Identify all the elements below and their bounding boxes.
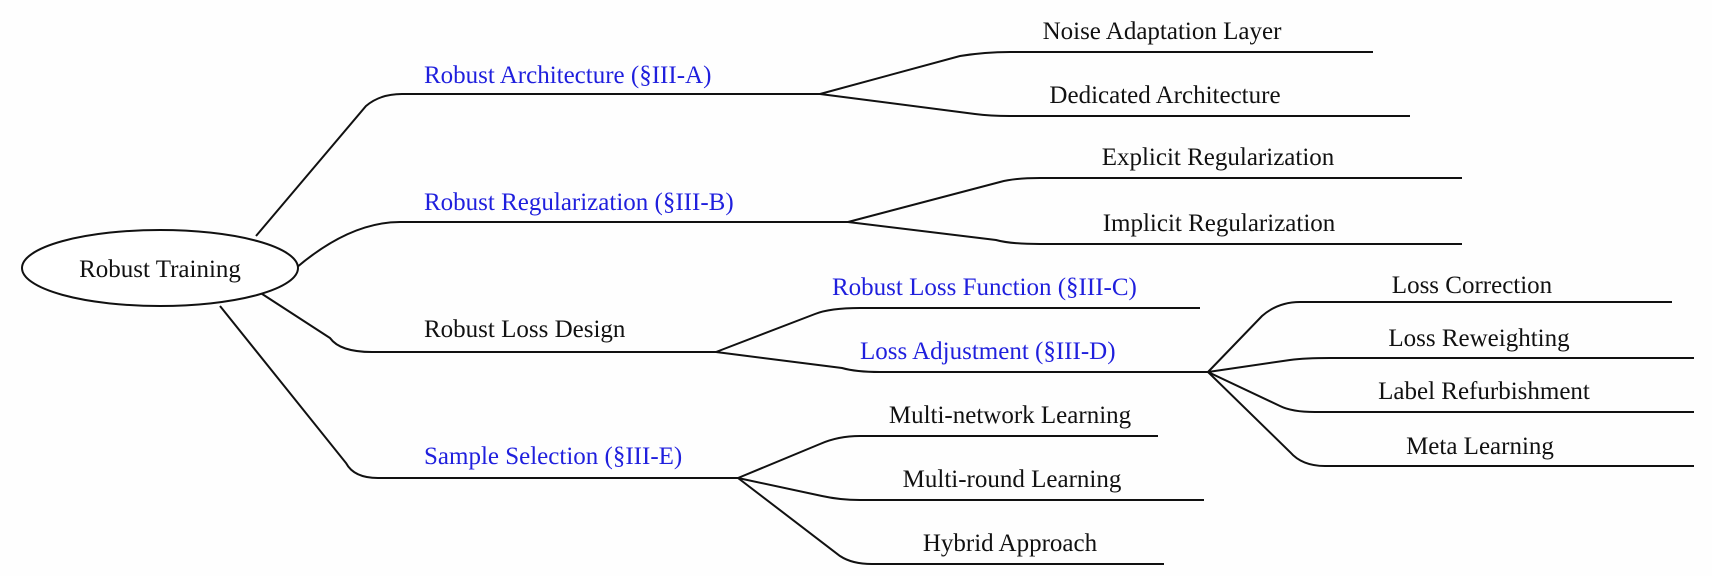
leaf-implicit-regularization: Implicit Regularization — [1103, 210, 1336, 237]
edge-sample-selection-to-multi-round — [737, 477, 1204, 501]
leaf-label-refurbishment: Label Refurbishment — [1378, 378, 1590, 405]
subcategory-robust-loss-function-ref: (§III-C) — [1058, 274, 1137, 301]
category-robust-loss-design: Robust Loss Design — [424, 316, 626, 343]
category-robust-regularization-name: Robust Regularization — [424, 189, 649, 216]
leaf-multi-round-learning: Multi-round Learning — [903, 466, 1122, 493]
category-robust-architecture: Robust Architecture (§III-A) — [424, 62, 711, 89]
edge-loss-design-to-loss-adjustment — [715, 351, 1208, 373]
subcategory-robust-loss-function-name: Robust Loss Function — [832, 274, 1052, 301]
category-robust-architecture-name: Robust Architecture — [424, 62, 625, 89]
edge-sample-selection-to-hybrid — [737, 477, 1164, 565]
edge-architecture-to-dedicated — [819, 93, 1410, 117]
edge-loss-adjustment-to-loss-reweighting — [1207, 357, 1694, 373]
subcategory-robust-loss-function: Robust Loss Function (§III-C) — [832, 274, 1137, 301]
leaf-multi-network-learning: Multi-network Learning — [889, 402, 1132, 429]
category-sample-selection-ref: (§III-E) — [605, 443, 683, 470]
category-robust-regularization: Robust Regularization (§III-B) — [424, 189, 734, 216]
edge-loss-adjustment-to-label-refurbishment — [1207, 371, 1694, 413]
category-robust-regularization-ref: (§III-B) — [655, 189, 734, 216]
edge-regularization-to-explicit — [847, 177, 1462, 223]
leaf-dedicated-architecture: Dedicated Architecture — [1049, 82, 1280, 109]
leaf-meta-learning: Meta Learning — [1406, 433, 1554, 460]
edge-root-to-robust-loss-design — [255, 289, 716, 353]
root-node — [21, 229, 299, 307]
subcategory-loss-adjustment-ref: (§III-D) — [1035, 338, 1116, 365]
leaf-noise-adaptation-layer: Noise Adaptation Layer — [1043, 18, 1282, 45]
edge-root-to-robust-regularization — [295, 221, 848, 269]
category-robust-architecture-ref: (§III-A) — [631, 62, 712, 89]
category-sample-selection-name: Sample Selection — [424, 443, 599, 470]
edge-loss-adjustment-to-loss-correction — [1207, 301, 1672, 373]
edge-root-to-sample-selection — [219, 305, 738, 479]
edge-loss-adjustment-to-meta-learning — [1207, 371, 1694, 467]
edge-loss-design-to-robust-loss-function — [715, 307, 1200, 353]
edge-sample-selection-to-multi-network — [737, 435, 1158, 479]
leaf-explicit-regularization: Explicit Regularization — [1102, 144, 1335, 171]
category-sample-selection: Sample Selection (§III-E) — [424, 443, 682, 470]
edge-regularization-to-implicit — [847, 221, 1462, 245]
leaf-hybrid-approach: Hybrid Approach — [923, 530, 1098, 557]
edge-architecture-to-noise-adaptation — [819, 51, 1373, 95]
leaf-loss-reweighting: Loss Reweighting — [1388, 325, 1570, 352]
leaf-loss-correction: Loss Correction — [1392, 272, 1553, 299]
subcategory-loss-adjustment-name: Loss Adjustment — [860, 338, 1029, 365]
subcategory-loss-adjustment: Loss Adjustment (§III-D) — [860, 338, 1116, 365]
root-node-label: Robust Training — [79, 256, 241, 283]
edge-root-to-robust-architecture — [255, 93, 820, 237]
tree-edges — [219, 51, 1694, 565]
